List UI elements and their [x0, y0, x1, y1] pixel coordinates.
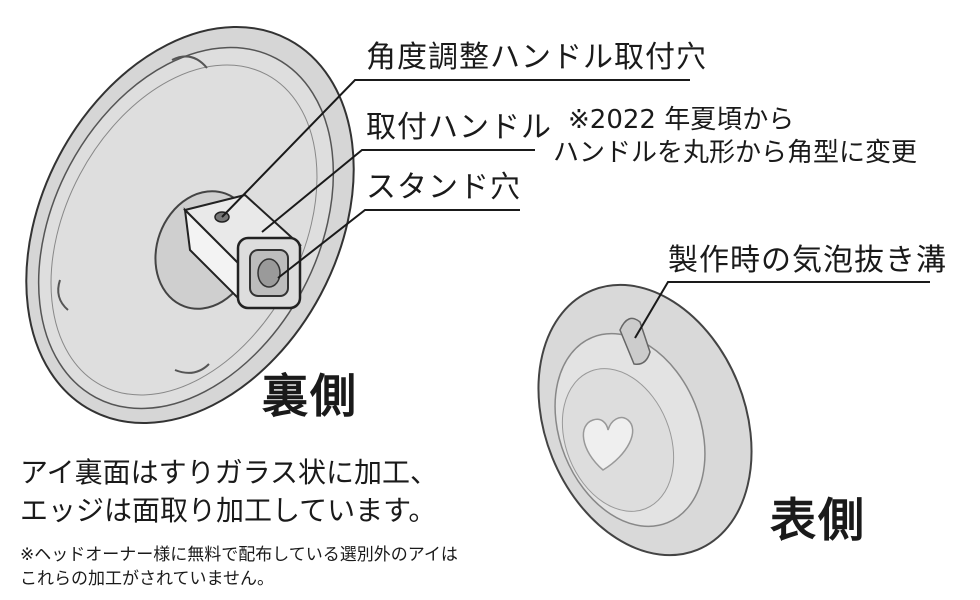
- change-note-line2: ハンドルを丸形から角型に変更: [553, 138, 918, 168]
- callout-stand-hole: スタンド穴: [366, 170, 521, 205]
- leader-angle-hole: [221, 79, 690, 218]
- footnote-line2: これらの加工がされていません。: [20, 569, 274, 589]
- heart-icon: [582, 416, 634, 471]
- callout-angle-hole: 角度調整ハンドル取付穴: [366, 40, 707, 75]
- description-line1: アイ裏面はすりガラス状に加工、: [20, 456, 439, 489]
- mounting-handle: [183, 193, 302, 310]
- change-note-line1: ※2022 年夏頃から: [568, 105, 795, 135]
- leader-stand-hole: [277, 209, 520, 279]
- leader-groove: [634, 281, 930, 339]
- air-groove: [619, 317, 651, 365]
- leader-lines: [221, 79, 930, 339]
- callout-groove: 製作時の気泡抜き溝: [668, 243, 947, 278]
- leader-handle: [261, 149, 535, 233]
- front-eye-disc: [537, 283, 753, 557]
- description-line2: エッジは面取り加工しています。: [20, 494, 437, 527]
- back-side-label: 裏側: [262, 369, 358, 423]
- callout-handle: 取付ハンドル: [366, 110, 552, 145]
- front-side-label: 表側: [770, 493, 866, 547]
- footnote-line1: ※ヘッドオーナー様に無料で配布している選別外のアイは: [20, 545, 458, 565]
